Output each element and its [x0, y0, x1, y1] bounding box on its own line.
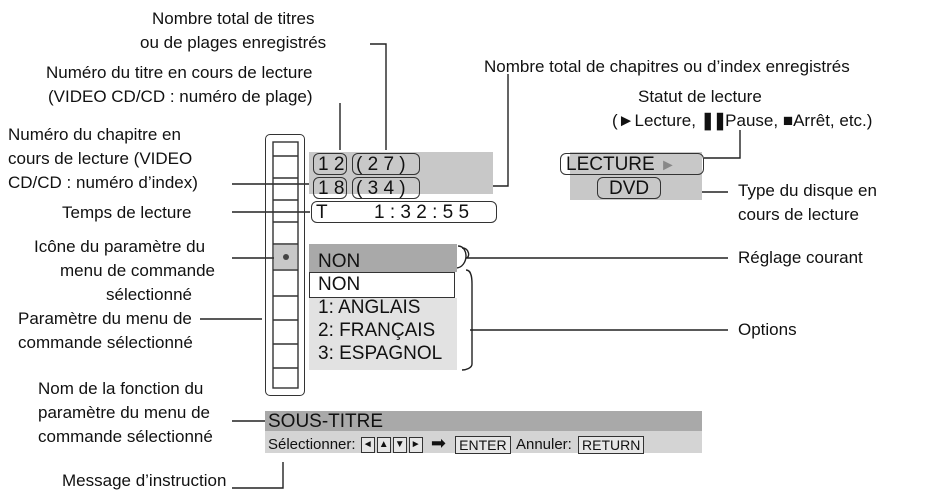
callout-chapter-line3: CD/CD : numéro d’index) [8, 173, 198, 192]
function-name: SOUS-TITRE [268, 411, 384, 432]
disc-type: DVD [609, 178, 650, 199]
callout-instruction: Message d’instruction [62, 471, 227, 490]
callout-chapter-line2: cours de lecture (VIDEO [8, 149, 193, 168]
return-key: RETURN [578, 436, 645, 455]
option-1[interactable]: 1: ANGLAIS [318, 297, 421, 318]
callout-chapter-line1: Numéro du chapitre en [8, 125, 181, 144]
callout-icon-line1: Icône du paramètre du [34, 237, 206, 256]
option-2[interactable]: 2: FRANÇAIS [318, 320, 436, 341]
callout-function-line2: paramètre du menu de [38, 403, 210, 422]
callout-function-line1: Nom de la fonction du [38, 379, 204, 398]
callout-current-title-line1: Numéro du titre en cours de lecture [46, 63, 313, 82]
callout-icon-line3: sélectionné [106, 285, 193, 304]
callout-param-line2: commande sélectionné [18, 333, 193, 352]
play-indicator-icon: ► [659, 157, 676, 174]
callout-param-line1: Paramètre du menu de [18, 309, 192, 328]
callout-current-setting: Réglage courant [738, 248, 863, 267]
option-3[interactable]: 3: ESPAGNOL [318, 343, 443, 364]
play-time: 1 : 3 2 : 5 5 [374, 202, 470, 223]
callout-disc-type-line2: cours de lecture [738, 205, 859, 224]
icon-column [265, 134, 305, 396]
callout-current-title-line2: (VIDEO CD/CD : numéro de plage) [48, 87, 313, 106]
enter-key: ENTER [455, 436, 511, 455]
callout-total-titles-line2: ou de plages enregistrés [140, 33, 327, 52]
option-0[interactable]: NON [318, 274, 361, 295]
right-arrow-icon: ► [408, 437, 423, 454]
playback-status: LECTURE ► [566, 154, 676, 175]
then-arrow-icon: ➡ [430, 433, 446, 453]
title-number: 1 2 [318, 154, 345, 175]
time-prefix: T [316, 202, 328, 223]
current-setting: NON [318, 251, 361, 272]
callout-status-line2: (►Lecture, ❚❚Pause, ■Arrêt, etc.) [612, 111, 873, 130]
play-icon: ► [617, 111, 635, 130]
instruction-message: Sélectionner: ◄▲▼► ➡ ENTER Annuler: RETU… [268, 433, 646, 455]
down-arrow-icon: ▼ [392, 437, 407, 454]
chapter-total: ( 3 4 ) [356, 178, 406, 199]
left-arrow-icon: ◄ [360, 437, 375, 454]
stop-icon: ■ [782, 111, 794, 130]
callout-status-line1: Statut de lecture [638, 87, 762, 106]
title-total: ( 2 7 ) [356, 154, 406, 175]
callout-options: Options [738, 320, 797, 339]
callout-total-chapters: Nombre total de chapitres ou d’index enr… [484, 57, 850, 76]
chapter-number: 1 8 [318, 178, 345, 199]
callout-disc-type-line1: Type du disque en [738, 181, 877, 200]
callout-icon-line2: menu de commande [60, 261, 215, 280]
up-arrow-icon: ▲ [376, 437, 391, 454]
callout-function-line3: commande sélectionné [38, 427, 213, 446]
callout-playtime: Temps de lecture [62, 203, 192, 222]
pause-icon: ❚❚ [700, 111, 727, 130]
callout-total-titles-line1: Nombre total de titres [152, 9, 315, 28]
